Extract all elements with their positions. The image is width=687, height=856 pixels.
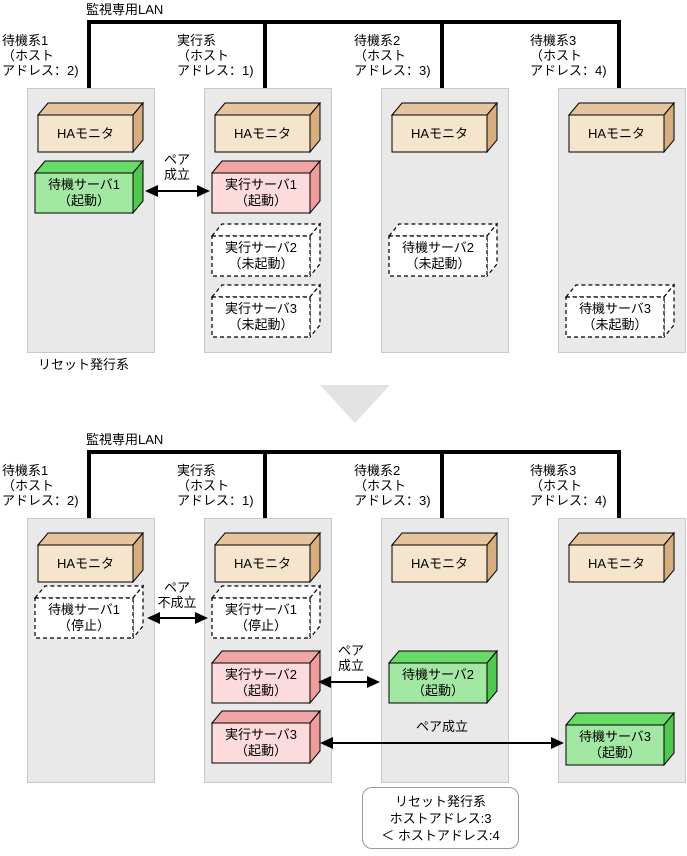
server-label: 実行サーバ3 <box>224 727 298 742</box>
server-box-standby1: 待機サーバ1（停止） <box>34 584 144 639</box>
server-box-standby2: 待機サーバ2（未起動） <box>388 222 498 277</box>
server-box-standby3: 待機サーバ3（起動） <box>565 711 675 766</box>
server-label: 実行サーバ2 <box>224 667 298 682</box>
ha-monitor-label: HAモニタ <box>410 555 469 571</box>
server-label: 待機サーバ1 <box>47 177 121 192</box>
server-box-exec1: 実行サーバ1（停止） <box>211 584 321 639</box>
lan-drop-host1 <box>87 450 91 518</box>
ha-monitor-label: HAモニタ <box>56 555 115 571</box>
server-box-exec3: 実行サーバ3（起動） <box>211 709 321 764</box>
server-state: （停止） <box>234 618 287 633</box>
ha-monitor-box: HAモニタ <box>214 532 321 583</box>
reset-issuer-note: リセット発行系 ホストアドレス:3 ＜ ホストアドレス:4 <box>362 787 519 849</box>
server-state: （起動） <box>588 745 641 760</box>
server-label: 待機サーバ3 <box>578 301 652 316</box>
server-label: 実行サーバ3 <box>224 301 298 316</box>
server-box-exec2: 実行サーバ2（起動） <box>211 649 321 704</box>
ha-monitor-label: HAモニタ <box>587 125 646 141</box>
lan-drop-host3 <box>440 450 444 518</box>
ha-monitor-box: HAモニタ <box>37 102 144 153</box>
ha-monitor-box: HAモニタ <box>214 102 321 153</box>
lan-line <box>87 450 621 454</box>
server-state: （起動） <box>234 683 287 698</box>
transition-arrow <box>320 385 390 423</box>
pair-arrow <box>147 612 208 624</box>
host-header-standby1: 待機系1 （ホスト アドレス：2) <box>2 463 79 508</box>
server-box-standby3: 待機サーバ3（未起動） <box>565 283 675 338</box>
host-header-standby3: 待機系3 （ホスト アドレス：4) <box>530 33 607 78</box>
ha-monitor-label: HAモニタ <box>233 555 292 571</box>
server-label: 待機サーバ3 <box>578 729 652 744</box>
server-label: 実行サーバ1 <box>224 602 298 617</box>
pair-arrow <box>320 737 564 749</box>
server-box-standby1: 待機サーバ1（起動） <box>34 159 144 214</box>
pair-label: ペア 成立 <box>163 152 190 182</box>
host-header-standby3: 待機系3 （ホスト アドレス：4) <box>530 463 607 508</box>
server-state: （起動） <box>57 193 110 208</box>
reset-issuer-label: リセット発行系 <box>38 357 130 372</box>
lan-label: 監視専用LAN <box>86 432 164 447</box>
server-state: （停止） <box>57 618 110 633</box>
ha-monitor-box: HAモニタ <box>391 102 498 153</box>
server-state: （未起動） <box>405 256 471 271</box>
pair-label: ペア 成立 <box>337 643 364 673</box>
lan-drop-host2 <box>263 20 267 88</box>
server-box-exec1: 実行サーバ1（起動） <box>211 159 321 214</box>
ha-monitor-label: HAモニタ <box>587 555 646 571</box>
host-header-standby2: 待機系2 （ホスト アドレス：3) <box>354 33 431 78</box>
pair-arrow <box>318 676 380 688</box>
server-label: 待機サーバ2 <box>401 240 475 255</box>
lan-line <box>87 20 621 24</box>
ha-monitor-box: HAモニタ <box>391 532 498 583</box>
lan-label: 監視専用LAN <box>86 2 164 17</box>
server-label: 実行サーバ1 <box>224 177 298 192</box>
host-header-exec: 実行系 （ホスト アドレス：1) <box>177 33 254 78</box>
server-label: 待機サーバ2 <box>401 667 475 682</box>
server-state: （起動） <box>234 743 287 758</box>
ha-monitor-label: HAモニタ <box>233 125 292 141</box>
lan-drop-host1 <box>87 20 91 88</box>
lan-drop-host4 <box>617 20 621 88</box>
server-label: 待機サーバ1 <box>47 602 121 617</box>
server-state: （起動） <box>234 193 287 208</box>
server-state: （未起動） <box>582 317 648 332</box>
server-state: （未起動） <box>228 256 294 271</box>
pair-label: ペア成立 <box>415 719 468 734</box>
ha-monitor-label: HAモニタ <box>56 125 115 141</box>
ha-monitor-box: HAモニタ <box>37 532 144 583</box>
lan-drop-host3 <box>440 20 444 88</box>
lan-drop-host2 <box>263 450 267 518</box>
server-box-exec3: 実行サーバ3（未起動） <box>211 283 321 338</box>
ha-monitor-box: HAモニタ <box>568 102 675 153</box>
server-label: 実行サーバ2 <box>224 240 298 255</box>
server-state: （未起動） <box>228 317 294 332</box>
ha-monitor-box: HAモニタ <box>568 532 675 583</box>
host-header-exec: 実行系 （ホスト アドレス：1) <box>177 463 254 508</box>
pair-arrow <box>145 185 210 197</box>
lan-drop-host4 <box>617 450 621 518</box>
ha-monitor-label: HAモニタ <box>410 125 469 141</box>
host-header-standby2: 待機系2 （ホスト アドレス：3) <box>354 463 431 508</box>
pair-label: ペア 不成立 <box>157 580 197 610</box>
server-box-standby2: 待機サーバ2（起動） <box>388 649 498 704</box>
host-header-standby1: 待機系1 （ホスト アドレス：2) <box>2 33 79 78</box>
server-box-exec2: 実行サーバ2（未起動） <box>211 222 321 277</box>
server-state: （起動） <box>411 683 464 698</box>
